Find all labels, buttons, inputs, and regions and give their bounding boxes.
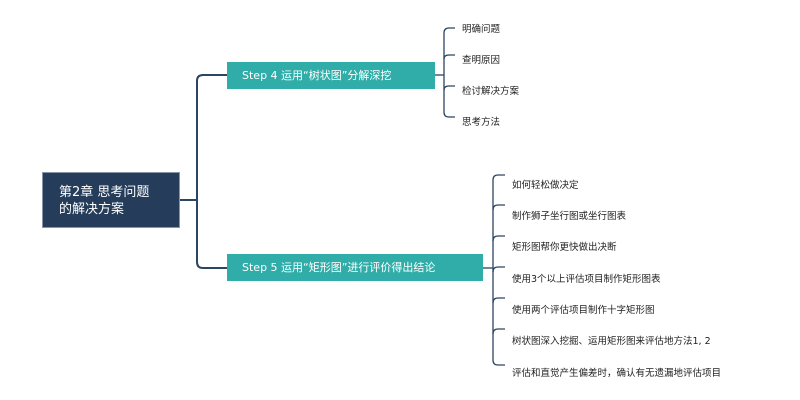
- branch-step-4[interactable]: Step 4 运用“树状图”分解深挖: [227, 62, 435, 89]
- leaf-topic[interactable]: 树状图深入挖掘、运用矩形图来评估地方法1, 2: [512, 336, 711, 347]
- branch-step-5[interactable]: Step 5 运用“矩形图”进行评价得出结论: [227, 254, 483, 281]
- leaf-topic[interactable]: 如何轻松做决定: [512, 180, 579, 191]
- leaf-topic[interactable]: 使用两个评估项目制作十字矩形图: [512, 305, 655, 316]
- leaf-topic[interactable]: 检讨解决方案: [462, 86, 520, 97]
- leaf-topic[interactable]: 使用3个以上评估项目制作矩形图表: [512, 274, 661, 285]
- root-topic-line2: 的解决方案: [59, 202, 125, 217]
- leaf-topic[interactable]: 制作狮子坐行图或坐行图表: [512, 211, 627, 222]
- leaf-topic[interactable]: 查明原因: [462, 55, 501, 66]
- leaf-topic[interactable]: 评估和直觉产生偏差时，确认有无遗漏地评估项目: [512, 368, 722, 379]
- leaf-topic[interactable]: 矩形图帮你更快做出决断: [512, 242, 617, 253]
- leaf-topic[interactable]: 明确问题: [462, 24, 501, 35]
- root-topic-line1: 第2章 思考问题: [59, 185, 150, 200]
- root-topic[interactable]: 第2章 思考问题 的解决方案: [42, 172, 180, 228]
- leaf-topic[interactable]: 思考方法: [462, 117, 501, 128]
